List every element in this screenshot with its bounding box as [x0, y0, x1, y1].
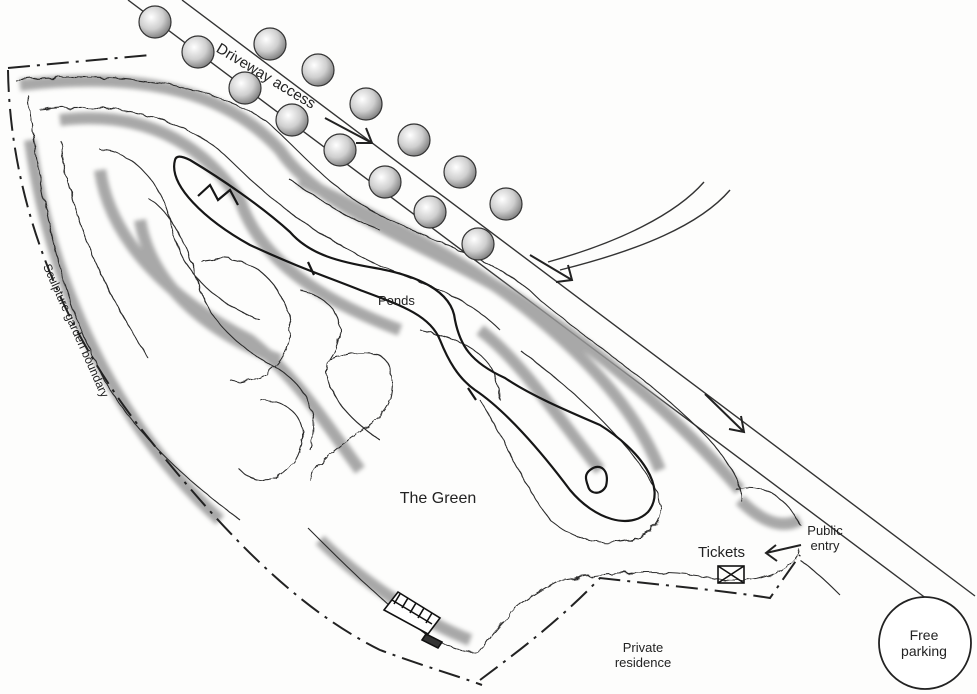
- ticket-booth-icon: [717, 565, 745, 584]
- ponds: [173, 155, 656, 523]
- ponds-label: Ponds: [378, 293, 415, 308]
- bench-icon: [382, 590, 444, 650]
- public-entry-label: Public entry: [807, 523, 843, 553]
- tree-icon: [138, 5, 523, 261]
- garden-boundary: [7, 54, 801, 686]
- hedge-outlines: [14, 76, 841, 653]
- free-parking-label: Free parking: [901, 627, 947, 660]
- hedge-shading: [19, 74, 803, 646]
- green-label: The Green: [399, 490, 477, 507]
- tickets-label: Tickets: [698, 544, 745, 561]
- private-residence-label: Private residence: [614, 640, 672, 670]
- arrow-icon: [324, 117, 802, 562]
- parking-circle: [878, 596, 972, 690]
